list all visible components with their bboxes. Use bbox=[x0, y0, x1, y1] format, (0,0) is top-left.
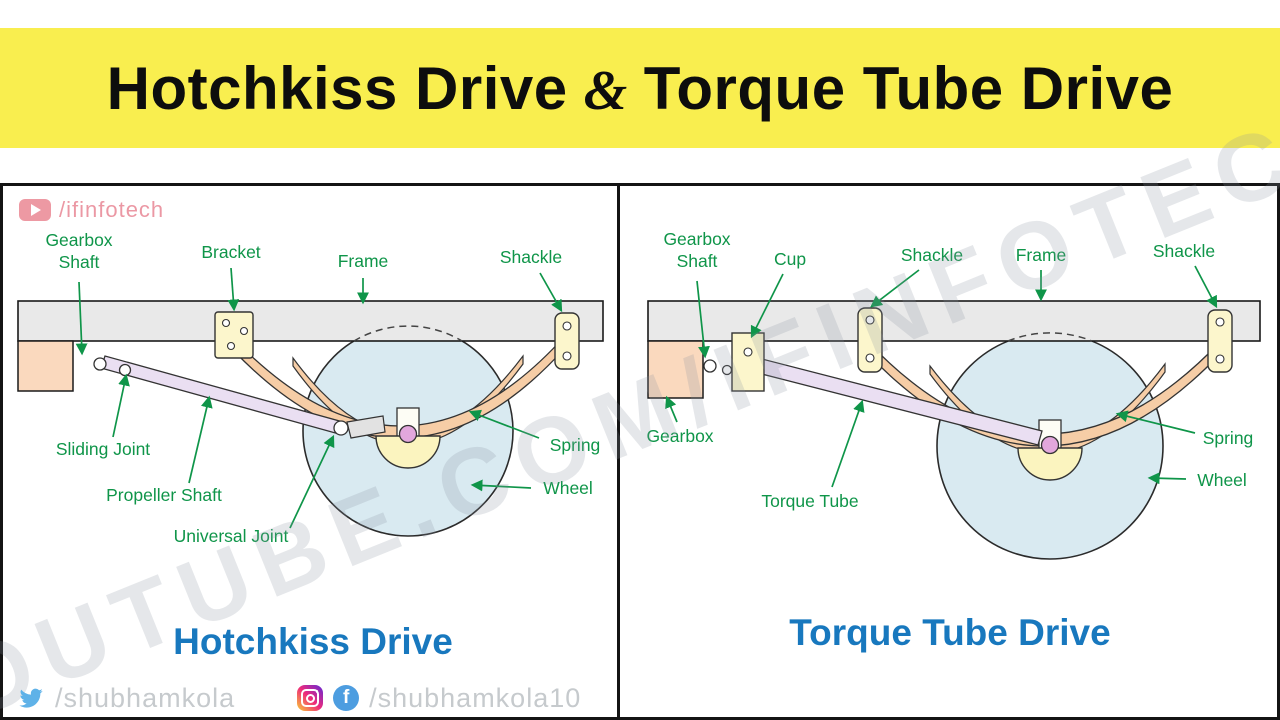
gearbox bbox=[17, 340, 74, 392]
shackle-hole bbox=[1215, 354, 1225, 364]
instagram-lens bbox=[306, 694, 316, 703]
shackle-hole bbox=[562, 321, 572, 331]
label-spring: Spring bbox=[1202, 428, 1254, 449]
label-arrows bbox=[665, 265, 1218, 488]
youtube-icon bbox=[19, 199, 51, 221]
label-propeller-shaft: Propeller Shaft bbox=[106, 485, 222, 506]
spring-center-bolt bbox=[1040, 435, 1060, 455]
label-shackle-left: Shackle bbox=[900, 245, 964, 266]
sliding-joint bbox=[93, 357, 107, 371]
label-frame: Frame bbox=[337, 251, 389, 272]
universal-joint bbox=[333, 420, 349, 436]
channel-watermark: /ifinfotech bbox=[19, 197, 164, 223]
shackle-plate-right bbox=[1207, 309, 1233, 373]
wheel-hidden-edge bbox=[1007, 332, 1093, 342]
twitter-icon bbox=[17, 684, 45, 712]
bracket-hole bbox=[221, 318, 231, 328]
torque-tube-title: Torque Tube Drive bbox=[789, 612, 1111, 653]
wheel-hidden-edge bbox=[353, 325, 463, 342]
hotchkiss-drawing bbox=[17, 267, 604, 537]
torque-tube-panel: Gearbox Shaft Cup Shackle Frame Shackle … bbox=[620, 186, 1280, 717]
panel-divider bbox=[617, 186, 620, 717]
title-ampersand: & bbox=[583, 59, 628, 122]
label-gearbox-shaft: Gearbox Shaft bbox=[663, 229, 731, 271]
sliding-joint-collar bbox=[118, 363, 132, 377]
cup bbox=[731, 332, 765, 392]
frame-rail bbox=[17, 300, 604, 342]
gearbox-shaft-collar bbox=[721, 364, 733, 376]
label-shackle: Shackle bbox=[499, 247, 563, 268]
facebook-glyph: f bbox=[342, 687, 350, 708]
instagram-frame bbox=[301, 689, 320, 707]
label-bracket: Bracket bbox=[201, 242, 261, 263]
play-triangle-icon bbox=[31, 204, 41, 216]
label-wheel: Wheel bbox=[1197, 470, 1247, 491]
instagram-dot bbox=[315, 690, 319, 693]
spring-center-bolt bbox=[398, 424, 418, 444]
torque-tube-drawing bbox=[647, 265, 1261, 560]
shackle-hole bbox=[1215, 317, 1225, 327]
label-cup: Cup bbox=[773, 249, 807, 270]
label-arrows bbox=[75, 267, 563, 529]
cup-hole bbox=[743, 347, 753, 357]
propeller-shaft bbox=[100, 355, 344, 435]
diagram-area: Gearbox Shaft Bracket Frame Shackle Slid… bbox=[0, 183, 1280, 720]
social-footer: /shubhamkola f /shubhamkola10 bbox=[17, 682, 581, 714]
label-universal-joint: Universal Joint bbox=[173, 526, 289, 547]
label-spring: Spring bbox=[549, 435, 601, 456]
wheel-hub bbox=[1017, 447, 1083, 481]
shackle-plate-left bbox=[857, 307, 883, 373]
label-shackle-right: Shackle bbox=[1152, 241, 1216, 262]
label-wheel: Wheel bbox=[543, 478, 593, 499]
bracket-hole bbox=[239, 326, 249, 336]
hotchkiss-panel: Gearbox Shaft Bracket Frame Shackle Slid… bbox=[3, 186, 617, 717]
wheel-hub bbox=[375, 435, 441, 469]
hotchkiss-title: Hotchkiss Drive bbox=[173, 621, 453, 662]
facebook-icon: f bbox=[333, 685, 360, 711]
twitter-handle: /shubhamkola bbox=[55, 682, 236, 713]
bracket-plate bbox=[214, 311, 254, 359]
label-gearbox: Gearbox bbox=[646, 426, 714, 447]
shaft-yoke bbox=[346, 415, 386, 439]
instagram-facebook-handle: /shubhamkola10 bbox=[369, 682, 582, 713]
shackle-hole bbox=[562, 351, 572, 361]
page-title: Hotchkiss Drive&Torque Tube Drive bbox=[107, 54, 1174, 123]
title-right: Torque Tube Drive bbox=[643, 54, 1174, 122]
header-banner: Hotchkiss Drive&Torque Tube Drive bbox=[0, 28, 1280, 148]
label-torque-tube: Torque Tube bbox=[761, 491, 859, 512]
label-frame: Frame bbox=[1015, 245, 1067, 266]
shackle-plate bbox=[554, 312, 580, 370]
gearbox bbox=[647, 340, 704, 399]
instagram-icon bbox=[297, 685, 324, 711]
title-left: Hotchkiss Drive bbox=[106, 54, 568, 122]
shackle-hole bbox=[865, 315, 875, 325]
bracket-hole bbox=[226, 341, 236, 351]
label-gearbox-shaft: Gearbox Shaft bbox=[45, 230, 113, 272]
label-sliding-joint: Sliding Joint bbox=[55, 439, 151, 460]
gearbox-shaft-joint bbox=[703, 359, 717, 373]
channel-handle: /ifinfotech bbox=[59, 197, 165, 222]
shackle-hole bbox=[865, 353, 875, 363]
